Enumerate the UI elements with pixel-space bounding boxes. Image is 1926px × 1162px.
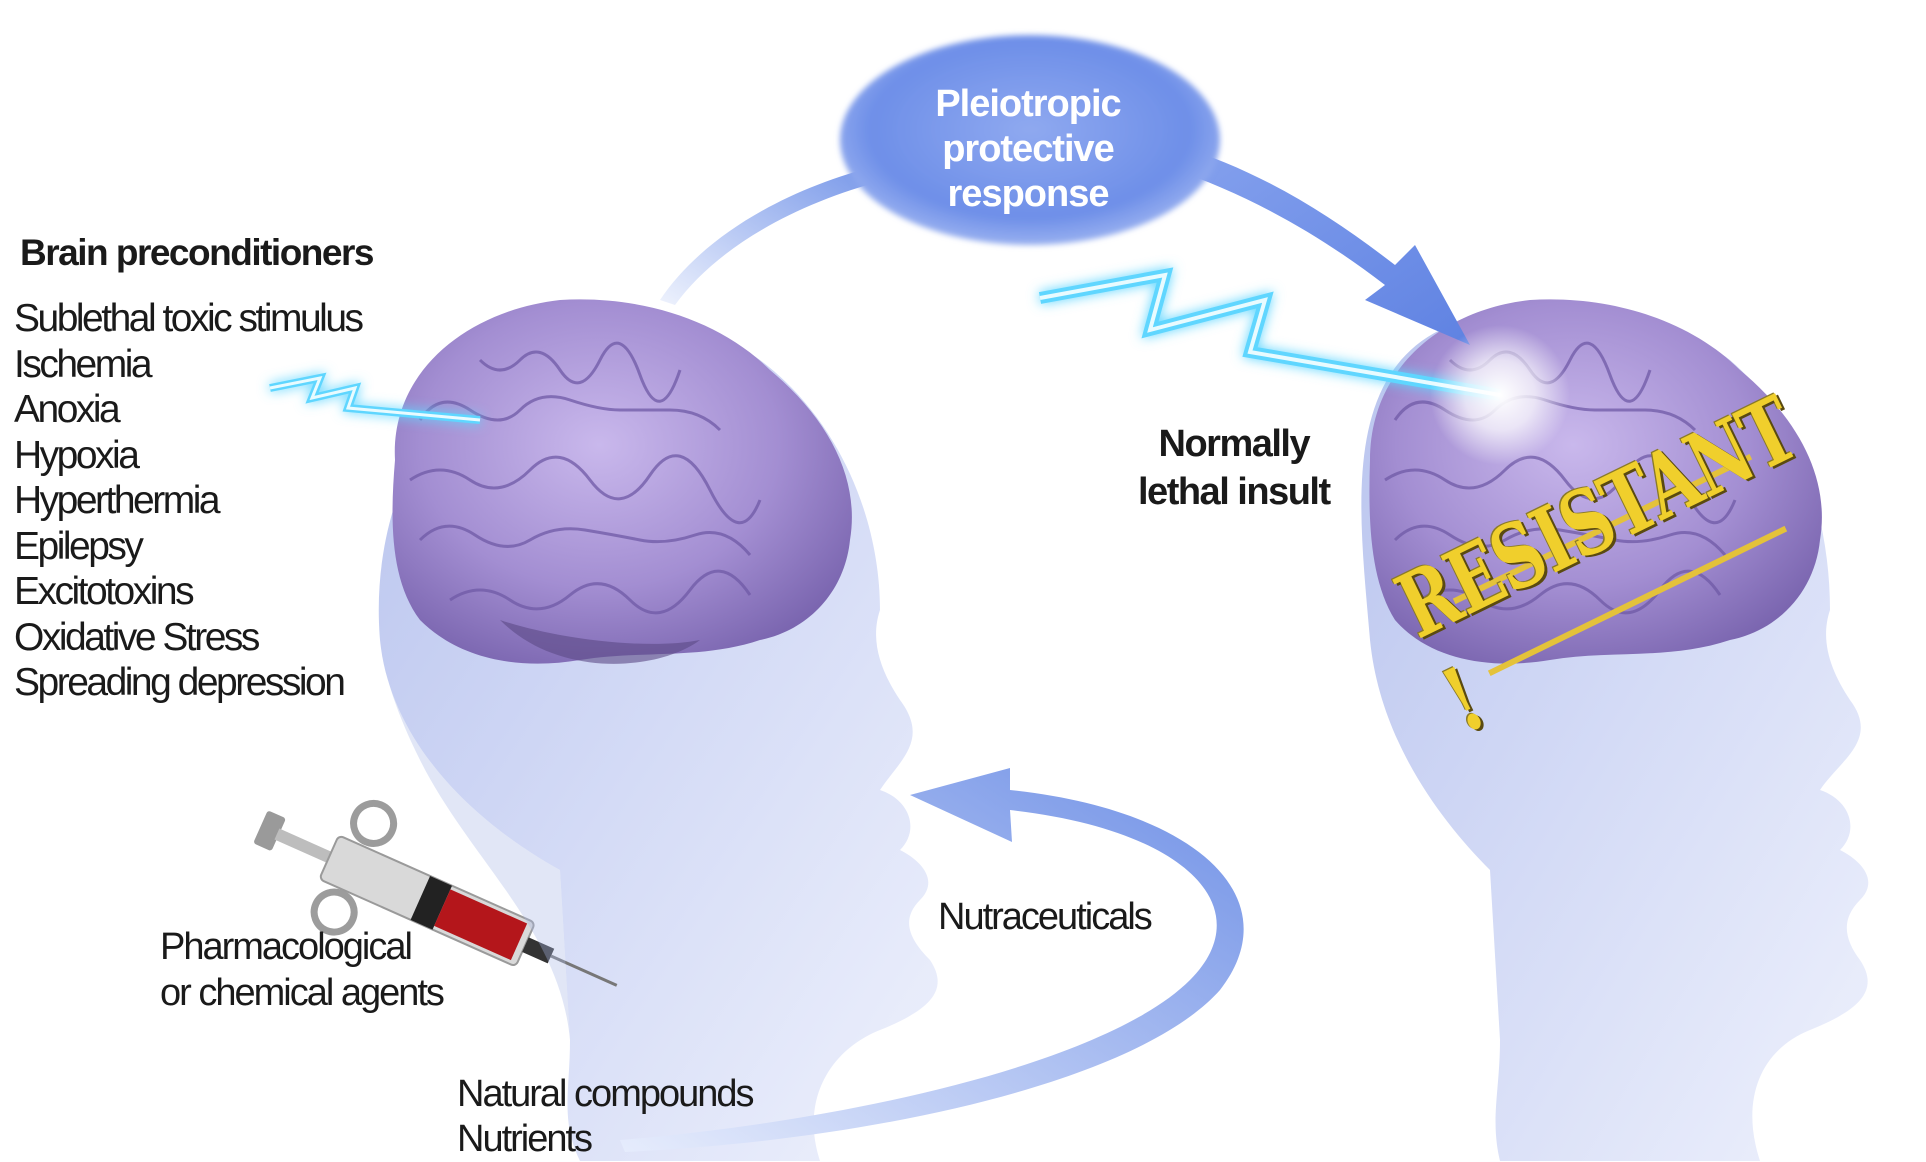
list-item: Oxidative Stress	[14, 615, 362, 661]
pharmacological-line-2: or chemical agents	[160, 970, 443, 1016]
pleiotropic-response-label: Pleiotropic protective response	[878, 82, 1178, 217]
arrow-icon	[660, 165, 885, 305]
list-item: Ischemia	[14, 342, 362, 388]
list-item: Hyperthermia	[14, 478, 362, 524]
stimulus-list: Sublethal toxic stimulus Ischemia Anoxia…	[14, 296, 362, 706]
insult-line-1: Normally	[1138, 420, 1330, 468]
list-item: Spreading depression	[14, 660, 362, 706]
list-item: Epilepsy	[14, 524, 362, 570]
list-item: Hypoxia	[14, 433, 362, 479]
impact-flash	[1430, 325, 1570, 465]
list-item: Excitotoxins	[14, 569, 362, 615]
natural-line-2: Nutrients	[457, 1117, 753, 1162]
pleio-line-3: response	[878, 172, 1178, 217]
preconditioners-title: Brain preconditioners	[20, 232, 373, 274]
pharmacological-label: Pharmacological or chemical agents	[160, 924, 443, 1016]
insult-line-2: lethal insult	[1138, 468, 1330, 516]
list-item: Anoxia	[14, 387, 362, 433]
pleio-line-2: protective	[878, 127, 1178, 172]
list-item: Sublethal toxic stimulus	[14, 296, 362, 342]
natural-line-1: Natural compounds	[457, 1072, 753, 1117]
lethal-insult-label: Normally lethal insult	[1138, 420, 1330, 516]
brain-icon	[393, 299, 852, 663]
pharmacological-line-1: Pharmacological	[160, 924, 443, 970]
natural-compounds-label: Natural compounds Nutrients	[457, 1072, 753, 1162]
pleio-line-1: Pleiotropic	[878, 82, 1178, 127]
nutraceuticals-label: Nutraceuticals	[938, 896, 1151, 939]
